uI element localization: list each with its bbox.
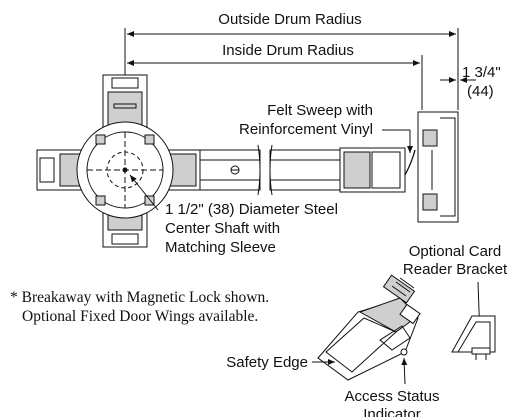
access-status-leader — [401, 357, 408, 385]
sidelight-depth-label-2: (44) — [467, 83, 494, 100]
inside-drum-radius-dimension — [127, 55, 423, 110]
footnote-line-2: Optional Fixed Door Wings available. — [22, 308, 258, 325]
safety-edge-assembly — [317, 274, 421, 381]
felt-sweep-label-2: Reinforcement Vinyl — [239, 121, 373, 138]
felt-sweep-label-1: Felt Sweep with — [267, 102, 373, 119]
shaft-leader — [129, 174, 159, 211]
access-status-label-2: Indicator — [363, 406, 421, 417]
door-wing — [199, 144, 416, 196]
card-reader-label-1: Optional Card — [409, 243, 502, 260]
shaft-label-2: Center Shaft with — [165, 220, 280, 237]
sidelight-depth-label-1: 1 3/4" — [462, 64, 501, 81]
footnote-line-1: * Breakaway with Magnetic Lock shown. — [10, 289, 269, 306]
center-hub — [36, 74, 201, 248]
drum-sidelight — [417, 111, 459, 223]
card-reader-label-2: Reader Bracket — [403, 261, 508, 278]
inside-drum-radius-label: Inside Drum Radius — [222, 42, 354, 59]
safety-edge-label: Safety Edge — [226, 354, 308, 371]
outside-drum-radius-dimension — [124, 28, 459, 110]
access-status-label-1: Access Status — [344, 388, 439, 405]
shaft-label-1: 1 1/2" (38) Diameter Steel — [165, 201, 338, 218]
outside-drum-radius-label: Outside Drum Radius — [218, 11, 361, 28]
card-reader-bracket-drawing — [451, 315, 496, 360]
shaft-label-3: Matching Sleeve — [165, 239, 276, 256]
